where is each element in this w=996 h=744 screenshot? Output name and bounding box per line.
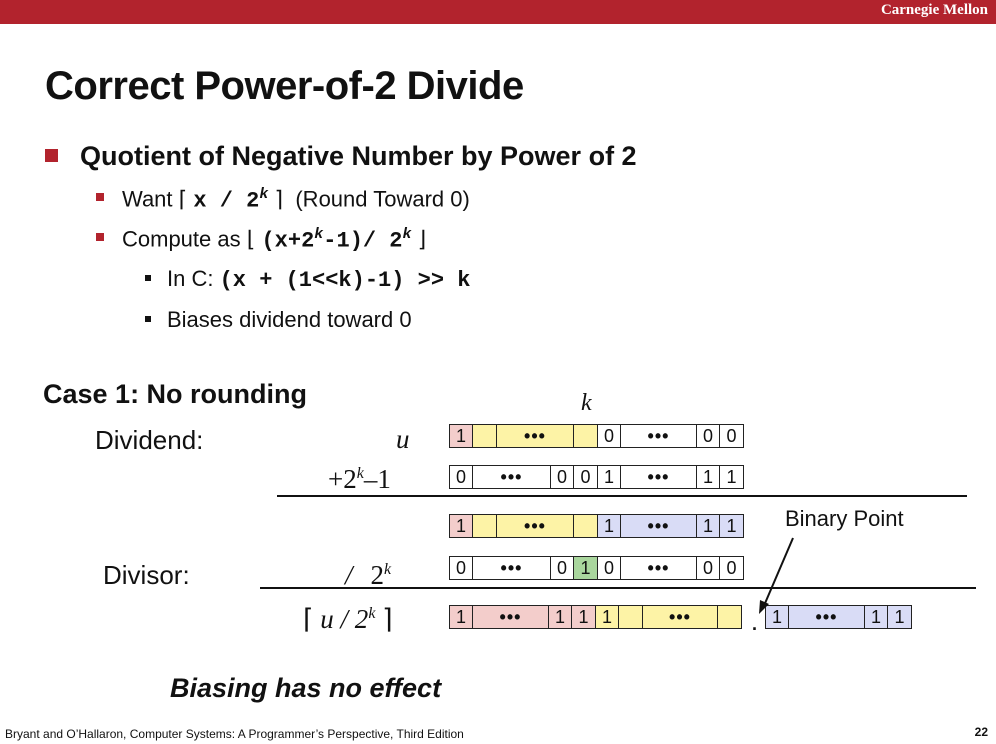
- bit-cell: •••: [495, 424, 575, 448]
- sum-divider: [277, 495, 967, 497]
- bit-cell: [573, 424, 598, 448]
- bullet-compute: Compute as ⌊ (x+2k-1)/ 2k ⌋: [96, 226, 426, 253]
- binary-point-dot: .: [752, 614, 758, 634]
- page-number: 22: [974, 725, 988, 739]
- bias-label: +2k–1: [328, 464, 391, 494]
- bit-cell: 1: [863, 605, 889, 629]
- bullet-in-c: In C: (x + (1<<k)-1) >> k: [145, 266, 470, 293]
- bit-cell: •••: [472, 556, 551, 580]
- bit-cell: 0: [596, 556, 622, 580]
- bit-row-quotient: 1 ••• 1 1 1 •••: [448, 605, 742, 629]
- bit-cell: 1: [719, 465, 744, 489]
- bit-cell: 1: [448, 424, 474, 448]
- bit-cell: [472, 424, 497, 448]
- bit-row-bias: 0 ••• 0 0 1 ••• 1 1: [448, 465, 744, 489]
- bit-cell: 1: [695, 514, 721, 538]
- bullet-want: Want ⌈ x / 2k ⌉ (Round Toward 0): [96, 186, 470, 213]
- bit-cell: 0: [596, 424, 622, 448]
- bit-row-divisor: 0 ••• 0 1 0 ••• 0 0: [448, 556, 744, 580]
- header-bar: Carnegie Mellon: [0, 0, 996, 24]
- bit-cell: •••: [620, 465, 697, 489]
- bullet-square-icon: [145, 275, 151, 281]
- bit-cell: 0: [695, 556, 721, 580]
- bit-cell: 1: [764, 605, 790, 629]
- bit-cell: 0: [719, 556, 744, 580]
- bit-cell: •••: [472, 465, 551, 489]
- result-expr: ⌈ u / 2k ⌉: [303, 604, 393, 634]
- case-title: Case 1: No rounding: [43, 379, 308, 409]
- binary-point-label: Binary Point: [785, 506, 904, 531]
- footer-citation: Bryant and O’Hallaron, Computer Systems:…: [5, 727, 464, 741]
- bullet-quotient: Quotient of Negative Number by Power of …: [45, 141, 637, 172]
- bit-cell: •••: [641, 605, 719, 629]
- bit-cell: 1: [596, 514, 622, 538]
- divisor-label: Divisor:: [103, 560, 190, 590]
- bullet-square-icon: [96, 233, 104, 242]
- institution-name: Carnegie Mellon: [880, 2, 988, 18]
- bullet-square-icon: [45, 149, 58, 162]
- bit-cell: 1: [695, 465, 721, 489]
- u-label: u: [396, 424, 410, 454]
- bit-cell: 1: [573, 556, 598, 580]
- bit-cell: 0: [549, 465, 575, 489]
- bit-cell: •••: [495, 514, 575, 538]
- binary-point-arrow-icon: [759, 537, 794, 614]
- bit-cell: •••: [788, 605, 865, 629]
- bit-cell: [573, 514, 598, 538]
- bit-cell: 1: [719, 514, 744, 538]
- bit-cell: •••: [472, 605, 549, 629]
- bullet-biases: Biases dividend toward 0: [145, 307, 412, 333]
- bit-cell: •••: [620, 514, 697, 538]
- bit-cell: 1: [448, 605, 474, 629]
- bit-cell: 1: [547, 605, 573, 629]
- bit-cell: 1: [594, 605, 620, 629]
- bit-cell: 1: [887, 605, 912, 629]
- bit-cell: 1: [448, 514, 474, 538]
- bit-row-fraction: 1 ••• 1 1: [764, 605, 912, 629]
- bullet-square-icon: [145, 316, 151, 322]
- divisor-expr: /2k: [345, 560, 392, 590]
- bit-cell: 0: [448, 556, 474, 580]
- bit-row-dividend: 1 ••• 0 ••• 0 0: [448, 424, 744, 448]
- bit-cell: 0: [573, 465, 598, 489]
- dividend-label: Dividend:: [95, 425, 204, 455]
- conclusion-text: Biasing has no effect: [170, 673, 442, 703]
- bit-cell: 1: [596, 465, 622, 489]
- bit-cell: [472, 514, 497, 538]
- bit-cell: [618, 605, 643, 629]
- bit-cell: 0: [448, 465, 474, 489]
- quotient-divider: [260, 587, 976, 589]
- bit-row-sum: 1 ••• 1 ••• 1 1: [448, 514, 744, 538]
- bit-cell: 1: [571, 605, 596, 629]
- k-label: k: [581, 390, 592, 416]
- bit-cell: 0: [695, 424, 721, 448]
- bit-cell: •••: [620, 424, 697, 448]
- bit-cell: 0: [549, 556, 575, 580]
- slide-title: Correct Power-of-2 Divide: [45, 64, 524, 108]
- bullet-square-icon: [96, 193, 104, 202]
- bit-cell: •••: [620, 556, 697, 580]
- bit-cell: 0: [719, 424, 744, 448]
- bit-cell: [717, 605, 742, 629]
